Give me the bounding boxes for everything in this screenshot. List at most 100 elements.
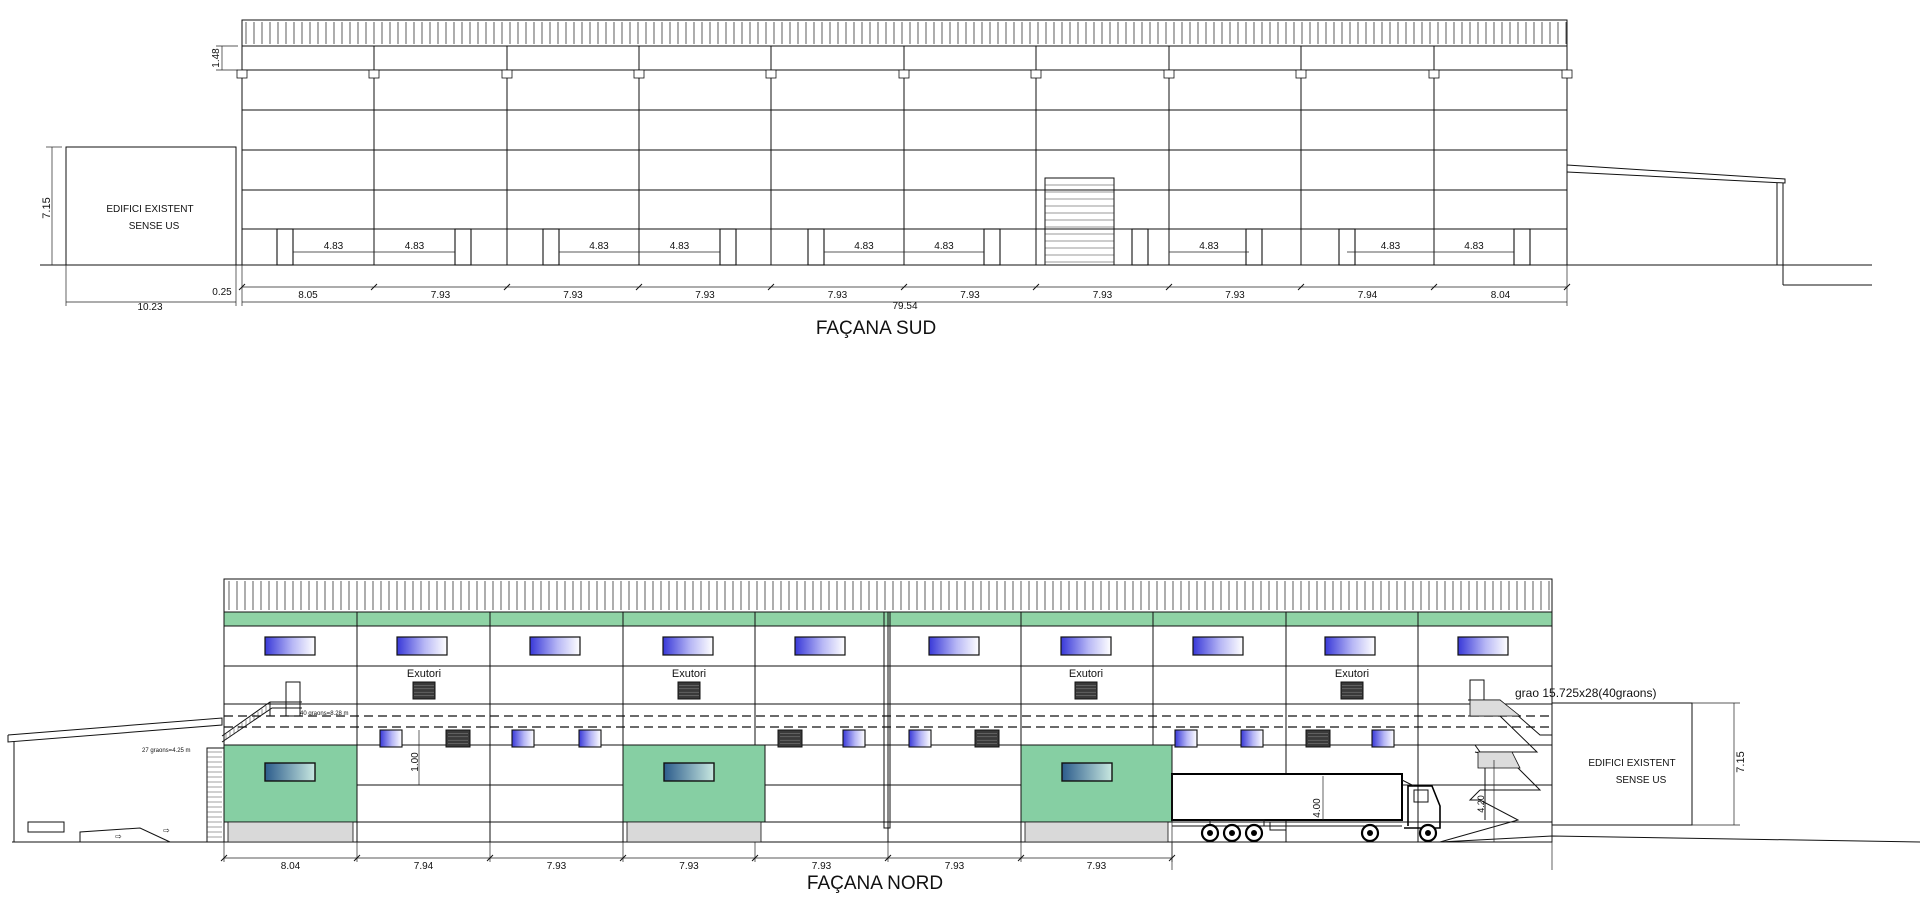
south-shutter-door xyxy=(1044,177,1115,266)
lower-window xyxy=(379,729,403,748)
bay-width-label: 8.04 xyxy=(281,861,301,872)
bay-width-label: 7.93 xyxy=(695,290,715,301)
pedestrian-door xyxy=(1131,228,1149,266)
pedestrian-door xyxy=(983,228,1001,266)
loading-bay-green xyxy=(1020,744,1173,823)
pedestrian-door xyxy=(1338,228,1356,266)
north-lower-windows xyxy=(379,729,1395,748)
bay-width-label: 7.93 xyxy=(828,290,848,301)
upper-window xyxy=(1060,636,1112,656)
bay-window xyxy=(1061,762,1113,782)
north-annex-arrow-2: ⇨ xyxy=(163,826,170,835)
door-spacing-label: 4.83 xyxy=(854,241,874,252)
door-spacing-label: 4.83 xyxy=(405,241,425,252)
bay-width-label: 8.05 xyxy=(298,290,318,301)
lower-window xyxy=(1371,729,1395,748)
door-spacing-label: 4.83 xyxy=(1464,241,1484,252)
bay-width-label: 7.94 xyxy=(414,861,434,872)
upper-window xyxy=(1324,636,1376,656)
north-stair-note-top: 40 graons=8.28 m xyxy=(300,711,349,717)
column-cap xyxy=(633,69,645,79)
north-truck: 4.00 xyxy=(1171,773,1441,843)
lower-window xyxy=(578,729,602,748)
lower-window xyxy=(1240,729,1264,748)
lower-window xyxy=(511,729,535,748)
bay-width-label: 7.93 xyxy=(1087,861,1107,872)
north-left-annex: ⇨ ⇨ 27 graons=4.25 m xyxy=(7,717,223,843)
pedestrian-door xyxy=(807,228,825,266)
north-truck-height: 4.00 xyxy=(1312,798,1323,818)
south-height-label: 7.15 xyxy=(41,197,53,218)
column-cap xyxy=(1295,69,1307,79)
upper-window xyxy=(264,636,316,656)
loading-bay-green xyxy=(223,744,358,823)
loading-bay-base xyxy=(1024,821,1169,843)
bay-width-label: 7.93 xyxy=(960,290,980,301)
south-facade-title: FAÇANA SUD xyxy=(816,318,936,339)
north-exutori-labels: Exutori Exutori Exutori Exutori xyxy=(407,668,1369,680)
exutori-vent xyxy=(974,729,1000,748)
north-stair-label: grao 15.725x28(40graons) xyxy=(1515,686,1656,700)
column-cap xyxy=(1163,69,1175,79)
pedestrian-door xyxy=(1245,228,1263,266)
upper-window xyxy=(928,636,980,656)
south-existing-label-1: EDIFICI EXISTENT xyxy=(106,204,193,215)
exutori-label: Exutori xyxy=(672,668,706,680)
loading-bay-base xyxy=(227,821,354,843)
door-spacing-label: 4.83 xyxy=(1381,241,1401,252)
north-parapet xyxy=(223,578,1553,613)
bay-width-label: 7.94 xyxy=(1358,290,1378,301)
south-existing-building xyxy=(65,146,237,266)
bay-width-label: 7.93 xyxy=(945,861,965,872)
pedestrian-door xyxy=(719,228,737,266)
south-existing-label-2: SENSE US xyxy=(129,221,180,232)
upper-window xyxy=(529,636,581,656)
north-existing-label-2: SENSE US xyxy=(1616,775,1667,786)
upper-window xyxy=(794,636,846,656)
bay-width-label: 7.93 xyxy=(679,861,699,872)
column-cap xyxy=(765,69,777,79)
exutori-vent xyxy=(677,681,701,700)
exutori-vent xyxy=(445,729,471,748)
south-parapet-ribs xyxy=(245,22,1567,44)
loading-bay-base xyxy=(626,821,762,843)
north-loading-bays xyxy=(223,744,1173,843)
pedestrian-door xyxy=(454,228,472,266)
bay-width-label: 7.93 xyxy=(1093,290,1113,301)
bay-width-label: 7.93 xyxy=(1225,290,1245,301)
truck-wheel-hub xyxy=(1425,830,1431,836)
north-right-stair: 4.20 grao 15.725x28(40graons) xyxy=(1439,679,1656,843)
exutori-label: Exutori xyxy=(407,668,441,680)
pedestrian-door xyxy=(276,228,294,266)
bay-window xyxy=(663,762,715,782)
north-existing-label-1: EDIFICI EXISTENT xyxy=(1588,758,1675,769)
south-doors xyxy=(276,228,1531,266)
exutori-vent xyxy=(1074,681,1098,700)
south-total-length: 79.54 xyxy=(892,301,917,312)
column-cap xyxy=(1030,69,1042,79)
bay-width-label: 7.93 xyxy=(563,290,583,301)
lower-window xyxy=(1174,729,1198,748)
door-spacing-label: 4.83 xyxy=(934,241,954,252)
door-spacing-label: 4.83 xyxy=(670,241,690,252)
upper-window xyxy=(396,636,448,656)
door-spacing-label: 4.83 xyxy=(589,241,609,252)
truck-wheel-hub xyxy=(1367,830,1373,836)
exutori-label: Exutori xyxy=(1335,668,1369,680)
north-ground-slope xyxy=(1439,835,1920,843)
north-facade-title: FAÇANA NORD xyxy=(807,873,943,894)
loading-bay-green xyxy=(622,744,766,823)
exutori-vent xyxy=(412,681,436,700)
north-exutori-vents xyxy=(412,681,1364,748)
exutori-label: Exutori xyxy=(1069,668,1103,680)
door-spacing-label: 4.83 xyxy=(324,241,344,252)
lower-window xyxy=(842,729,866,748)
bay-width-label: 7.93 xyxy=(812,861,832,872)
upper-window xyxy=(1457,636,1509,656)
exutori-vent xyxy=(1340,681,1364,700)
